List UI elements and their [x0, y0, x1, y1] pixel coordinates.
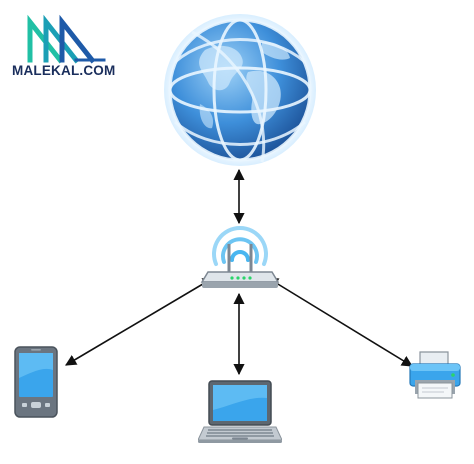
- printer-icon: [409, 351, 461, 399]
- link-router-printer: [267, 277, 413, 367]
- globe-icon: [164, 14, 316, 166]
- link-router-smartphone: [65, 277, 214, 366]
- logo-text: MALEKAL.COM: [12, 63, 116, 78]
- smartphone-icon: [14, 346, 58, 418]
- laptop-icon: [198, 380, 282, 443]
- malekal-logo-icon: [27, 14, 106, 64]
- wifi-router-icon: [200, 226, 280, 288]
